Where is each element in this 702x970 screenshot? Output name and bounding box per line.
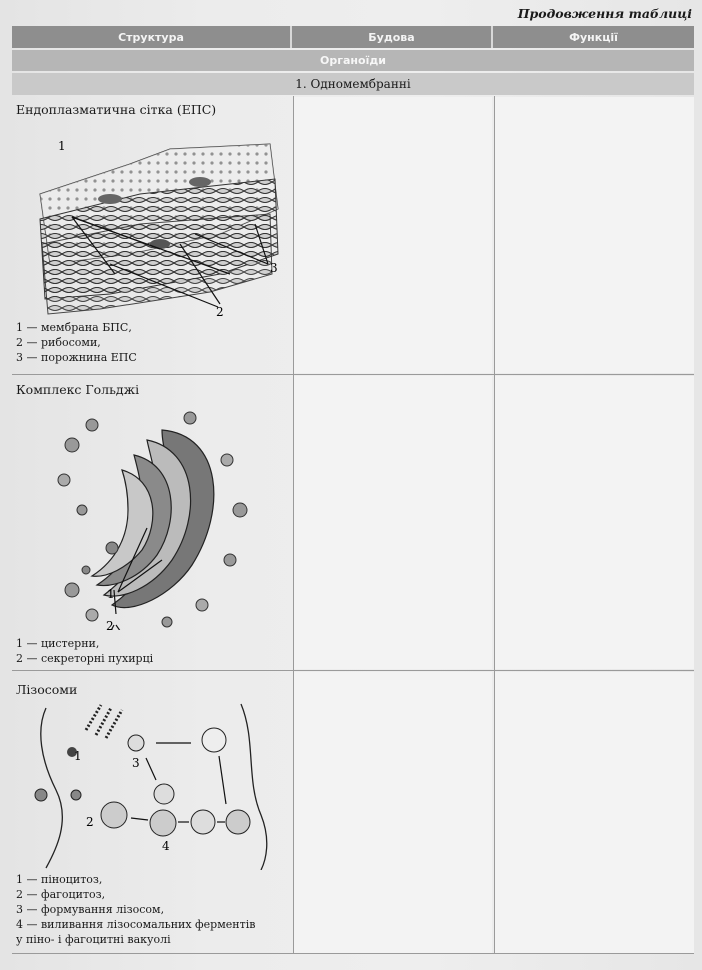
header-structure: Структура bbox=[12, 26, 292, 48]
legend-item: 2 — рибосоми, bbox=[16, 336, 101, 349]
organelle-table: Ендоплазматична сітка (ЕПС) bbox=[12, 96, 694, 954]
table-header: Структура Будова Функції bbox=[12, 26, 694, 48]
row-title-eps: Ендоплазматична сітка (ЕПС) bbox=[16, 102, 217, 117]
header-functions: Функції bbox=[493, 26, 694, 48]
callout-2: 2 bbox=[106, 619, 114, 630]
column-divider bbox=[494, 96, 495, 954]
cell-eps-structure[interactable] bbox=[294, 97, 492, 373]
cell-lysosome-functions[interactable] bbox=[495, 672, 694, 954]
header-composition: Будова bbox=[292, 26, 493, 48]
legend-lysosomes: 1 — піноцитоз, 2 — фагоцитоз, 3 — формув… bbox=[16, 872, 255, 947]
callout-2: 2 bbox=[216, 305, 224, 319]
row-title-golgi: Комплекс Гольджі bbox=[16, 382, 140, 397]
legend-item: 2 — фагоцитоз, bbox=[16, 888, 106, 901]
legend-item: 1 — мембрана БПС, bbox=[16, 321, 132, 334]
er-illustration: 1 2 3 bbox=[39, 139, 279, 319]
continuation-title: Продовження таблиці bbox=[517, 6, 692, 21]
golgi-illustration: 1 2 bbox=[57, 411, 248, 630]
callout-4: 4 bbox=[162, 839, 170, 853]
subsection-single-membrane: 1. Одномембранні bbox=[12, 73, 694, 95]
callout-2: 2 bbox=[86, 815, 94, 829]
legend-item: 3 — формування лізосом, bbox=[16, 903, 165, 916]
legend-golgi: 1 — цистерни, 2 — секреторні пухирці bbox=[16, 636, 153, 666]
row-divider bbox=[12, 374, 694, 375]
callout-1: 1 bbox=[107, 587, 115, 601]
cell-lysosome-structure[interactable] bbox=[294, 672, 492, 954]
cell-golgi-structure[interactable] bbox=[294, 376, 492, 669]
row-divider bbox=[12, 670, 694, 671]
callout-1: 1 bbox=[74, 749, 82, 763]
callout-1: 1 bbox=[58, 139, 66, 153]
legend-item: 1 — піноцитоз, bbox=[16, 873, 103, 886]
lysosome-illustration: 1 2 3 4 bbox=[34, 703, 268, 870]
legend-item: 3 — порожнина ЕПС bbox=[16, 351, 137, 364]
callout-3: 3 bbox=[132, 756, 140, 770]
cell-eps-functions[interactable] bbox=[495, 97, 694, 373]
row-divider bbox=[12, 953, 694, 954]
column-divider bbox=[293, 96, 294, 954]
legend-item: 1 — цистерни, bbox=[16, 637, 100, 650]
callout-3: 3 bbox=[270, 261, 278, 275]
row-title-lysosomes: Лізосоми bbox=[16, 682, 78, 697]
legend-item: 2 — секреторні пухирці bbox=[16, 652, 154, 665]
cell-golgi-functions[interactable] bbox=[495, 376, 694, 669]
section-organelles: Органоїди bbox=[12, 50, 694, 71]
legend-item: 4 — виливання лізосомальних ферментів bbox=[16, 918, 256, 931]
legend-item: у піно- і фагоцитні вакуолі bbox=[16, 933, 171, 946]
legend-eps: 1 — мембрана БПС, 2 — рибосоми, 3 — поро… bbox=[16, 320, 137, 365]
